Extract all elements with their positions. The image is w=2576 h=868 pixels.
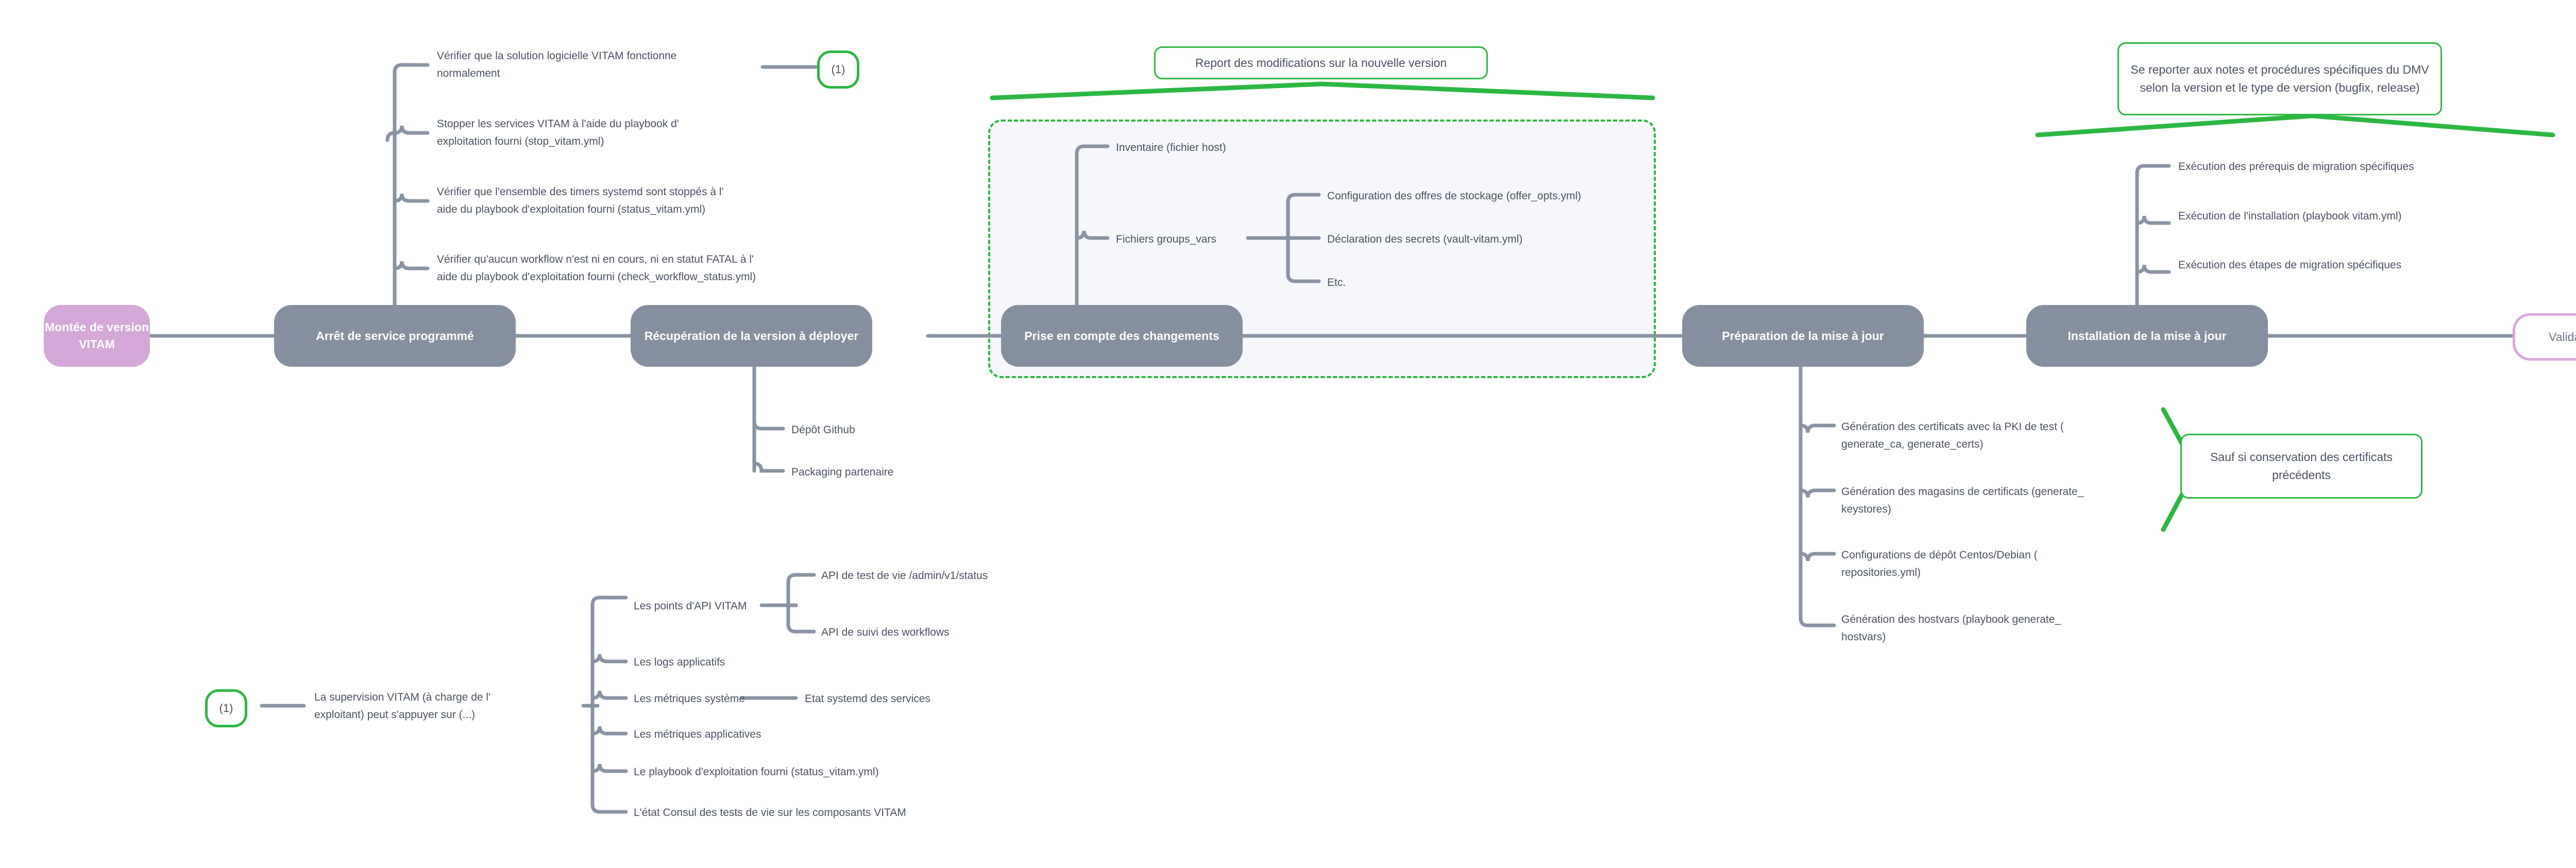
- supervision-description[interactable]: La supervision VITAM (à charge de l' exp…: [314, 691, 491, 721]
- node-arret-label: Arrêt de service programmé: [316, 329, 474, 343]
- leaf-api-vitam-1[interactable]: API de test de vie /admin/v1/status: [821, 570, 988, 582]
- leaf-prep-1[interactable]: Génération des certificats avec la PKI d…: [1841, 421, 2064, 451]
- leaf-prise-2[interactable]: Fichiers groups_vars: [1116, 233, 1216, 245]
- callout-report-label: Report des modifications sur la nouvelle…: [1195, 56, 1447, 70]
- leaf-supervision-4[interactable]: Les métriques applicatives: [634, 728, 761, 740]
- node-prep-label: Préparation de la mise à jour: [1722, 329, 1884, 343]
- node-preparation-mise-a-jour[interactable]: Préparation de la mise à jour: [1682, 305, 1924, 367]
- leaf-recup-1[interactable]: Dépôt Github: [791, 424, 855, 436]
- badge-supervision-footnote[interactable]: (1): [205, 689, 247, 727]
- node-validation-deploiement[interactable]: Validation du déploiement: [2513, 313, 2576, 361]
- node-root-label: Montée de version VITAM: [45, 320, 149, 351]
- leaf-prise-1[interactable]: Inventaire (fichier host): [1116, 142, 1226, 154]
- badge-supervision-label: (1): [219, 702, 233, 714]
- node-arret-de-service[interactable]: Arrêt de service programmé: [274, 305, 516, 367]
- leaf-arret-1[interactable]: Vérifier que la solution logicielle VITA…: [437, 50, 677, 80]
- callout-certificats-label: Sauf si conservation des certificats pré…: [2210, 450, 2393, 482]
- leaf-supervision-1[interactable]: Les points d'API VITAM: [634, 600, 747, 612]
- leaf-install-1[interactable]: Exécution des prérequis de migration spé…: [2178, 161, 2414, 173]
- callout-certificats-precedents[interactable]: Sauf si conservation des certificats pré…: [2180, 434, 2422, 499]
- leaf-supervision-5[interactable]: Le playbook d'exploitation fourni (statu…: [634, 766, 879, 778]
- leaf-install-3[interactable]: Exécution des étapes de migration spécif…: [2178, 259, 2402, 271]
- leaf-prep-4[interactable]: Génération des hostvars (playbook genera…: [1841, 614, 2061, 643]
- leaf-groupsvars-2[interactable]: Déclaration des secrets (vault-vitam.yml…: [1327, 233, 1523, 245]
- node-installation-mise-a-jour[interactable]: Installation de la mise à jour: [2026, 305, 2268, 367]
- leaf-supervision-3[interactable]: Les métriques système: [634, 693, 745, 705]
- node-recuperation-version[interactable]: Récupération de la version à déployer: [631, 305, 872, 367]
- leaf-prep-3[interactable]: Configurations de dépôt Centos/Debian ( …: [1841, 549, 2038, 579]
- node-validation-label: Validation du déploiement: [2549, 330, 2576, 344]
- leaf-groupsvars-1[interactable]: Configuration des offres de stockage (of…: [1327, 190, 1581, 202]
- callout-dmv-label: Se reporter aux notes et procédures spéc…: [2130, 63, 2429, 94]
- node-install-label: Installation de la mise à jour: [2067, 329, 2227, 343]
- leaf-supervision-6[interactable]: L'état Consul des tests de vie sur les c…: [634, 807, 906, 819]
- leaf-api-vitam-2[interactable]: API de suivi des workflows: [821, 626, 950, 638]
- node-prise-en-compte[interactable]: Prise en compte des changements: [1001, 305, 1243, 367]
- leaf-groupsvars-3[interactable]: Etc.: [1327, 277, 1346, 288]
- leaf-arret-4[interactable]: Vérifier qu'aucun workflow n'est ni en c…: [437, 253, 756, 283]
- badge-arret-label: (1): [831, 63, 845, 76]
- leaf-recup-2[interactable]: Packaging partenaire: [791, 466, 894, 478]
- node-prise-label: Prise en compte des changements: [1024, 329, 1219, 343]
- leaf-arret-3[interactable]: Vérifier que l'ensemble des timers syste…: [437, 186, 724, 216]
- leaf-etat-systemd[interactable]: Etat systemd des services: [805, 693, 930, 705]
- leaf-install-2[interactable]: Exécution de l'installation (playbook vi…: [2178, 210, 2402, 222]
- callout-report-modifications[interactable]: Report des modifications sur la nouvelle…: [1154, 46, 1488, 79]
- leaf-arret-2[interactable]: Stopper les services VITAM à l'aide du p…: [437, 118, 679, 148]
- leaf-supervision-2[interactable]: Les logs applicatifs: [634, 656, 725, 668]
- badge-arret-footnote[interactable]: (1): [817, 50, 859, 89]
- node-root[interactable]: Montée de version VITAM: [44, 305, 150, 367]
- callout-dmv-notes[interactable]: Se reporter aux notes et procédures spéc…: [2117, 42, 2442, 115]
- leaf-prep-2[interactable]: Génération des magasins de certificats (…: [1841, 486, 2084, 516]
- node-recup-label: Récupération de la version à déployer: [644, 329, 859, 343]
